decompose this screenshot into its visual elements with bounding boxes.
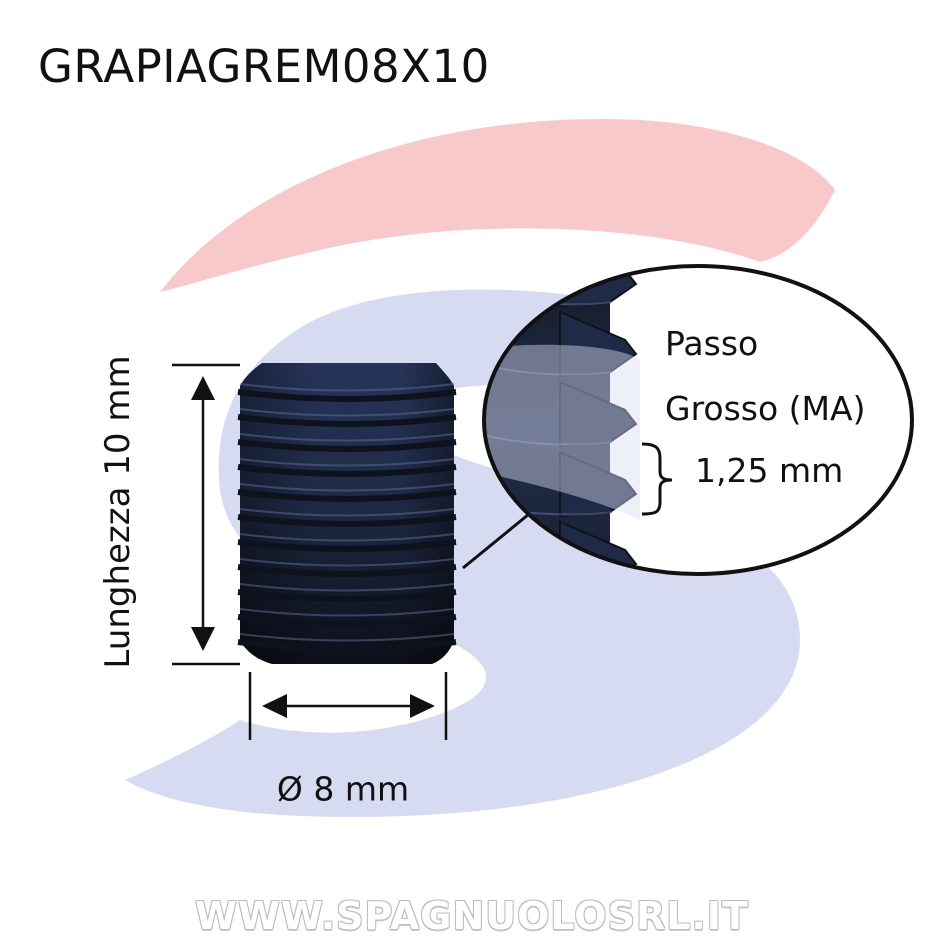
pitch-brace	[641, 442, 673, 516]
zoom-thread-crest	[559, 380, 638, 448]
thread-highlight	[239, 608, 455, 617]
thread-highlight	[239, 458, 455, 467]
length-arrow-top	[191, 376, 215, 400]
thread-highlight	[239, 533, 455, 542]
length-label: Lunghezza 10 mm	[98, 355, 138, 669]
thread-groove	[237, 614, 457, 627]
thread-groove	[237, 439, 457, 452]
thread-groove	[237, 539, 457, 552]
thread-highlight	[239, 408, 455, 417]
diameter-dimension	[248, 672, 448, 740]
pitch-type-label-line2: Grosso (MA)	[665, 389, 866, 428]
thread-highlight	[239, 633, 455, 642]
length-dimension	[172, 363, 240, 666]
length-arrow-bottom	[191, 627, 215, 651]
thread-highlight	[239, 583, 455, 592]
thread-highlight	[239, 483, 455, 492]
thread-groove	[237, 389, 457, 402]
thread-groove	[237, 639, 457, 652]
pitch-value-label: 1,25 mm	[695, 451, 844, 490]
logo-red-arc	[160, 118, 835, 292]
thread-groove	[237, 514, 457, 527]
zoom-thread-crest	[559, 310, 638, 378]
thread-highlight	[239, 558, 455, 567]
diameter-label: Ø 8 mm	[276, 769, 410, 809]
thread-groove	[237, 414, 457, 427]
thread-groove	[237, 589, 457, 602]
thread-groove	[237, 464, 457, 477]
thread-highlight	[239, 433, 455, 442]
website-watermark: WWW.SPAGNUOLOSRL.IT	[195, 894, 749, 938]
thread-groove	[237, 564, 457, 577]
zoom-thread-crest	[559, 450, 638, 518]
diameter-arrow-left	[262, 694, 287, 718]
thread-highlight	[239, 508, 455, 517]
diameter-arrow-right	[410, 694, 435, 718]
product-code-title: GRAPIAGREM08X10	[38, 40, 490, 93]
thread-highlight	[239, 383, 455, 392]
pitch-type-label-line1: Passo	[665, 324, 759, 363]
thread-groove	[237, 489, 457, 502]
screw-body	[237, 363, 457, 664]
callout-leader-line	[462, 508, 535, 570]
